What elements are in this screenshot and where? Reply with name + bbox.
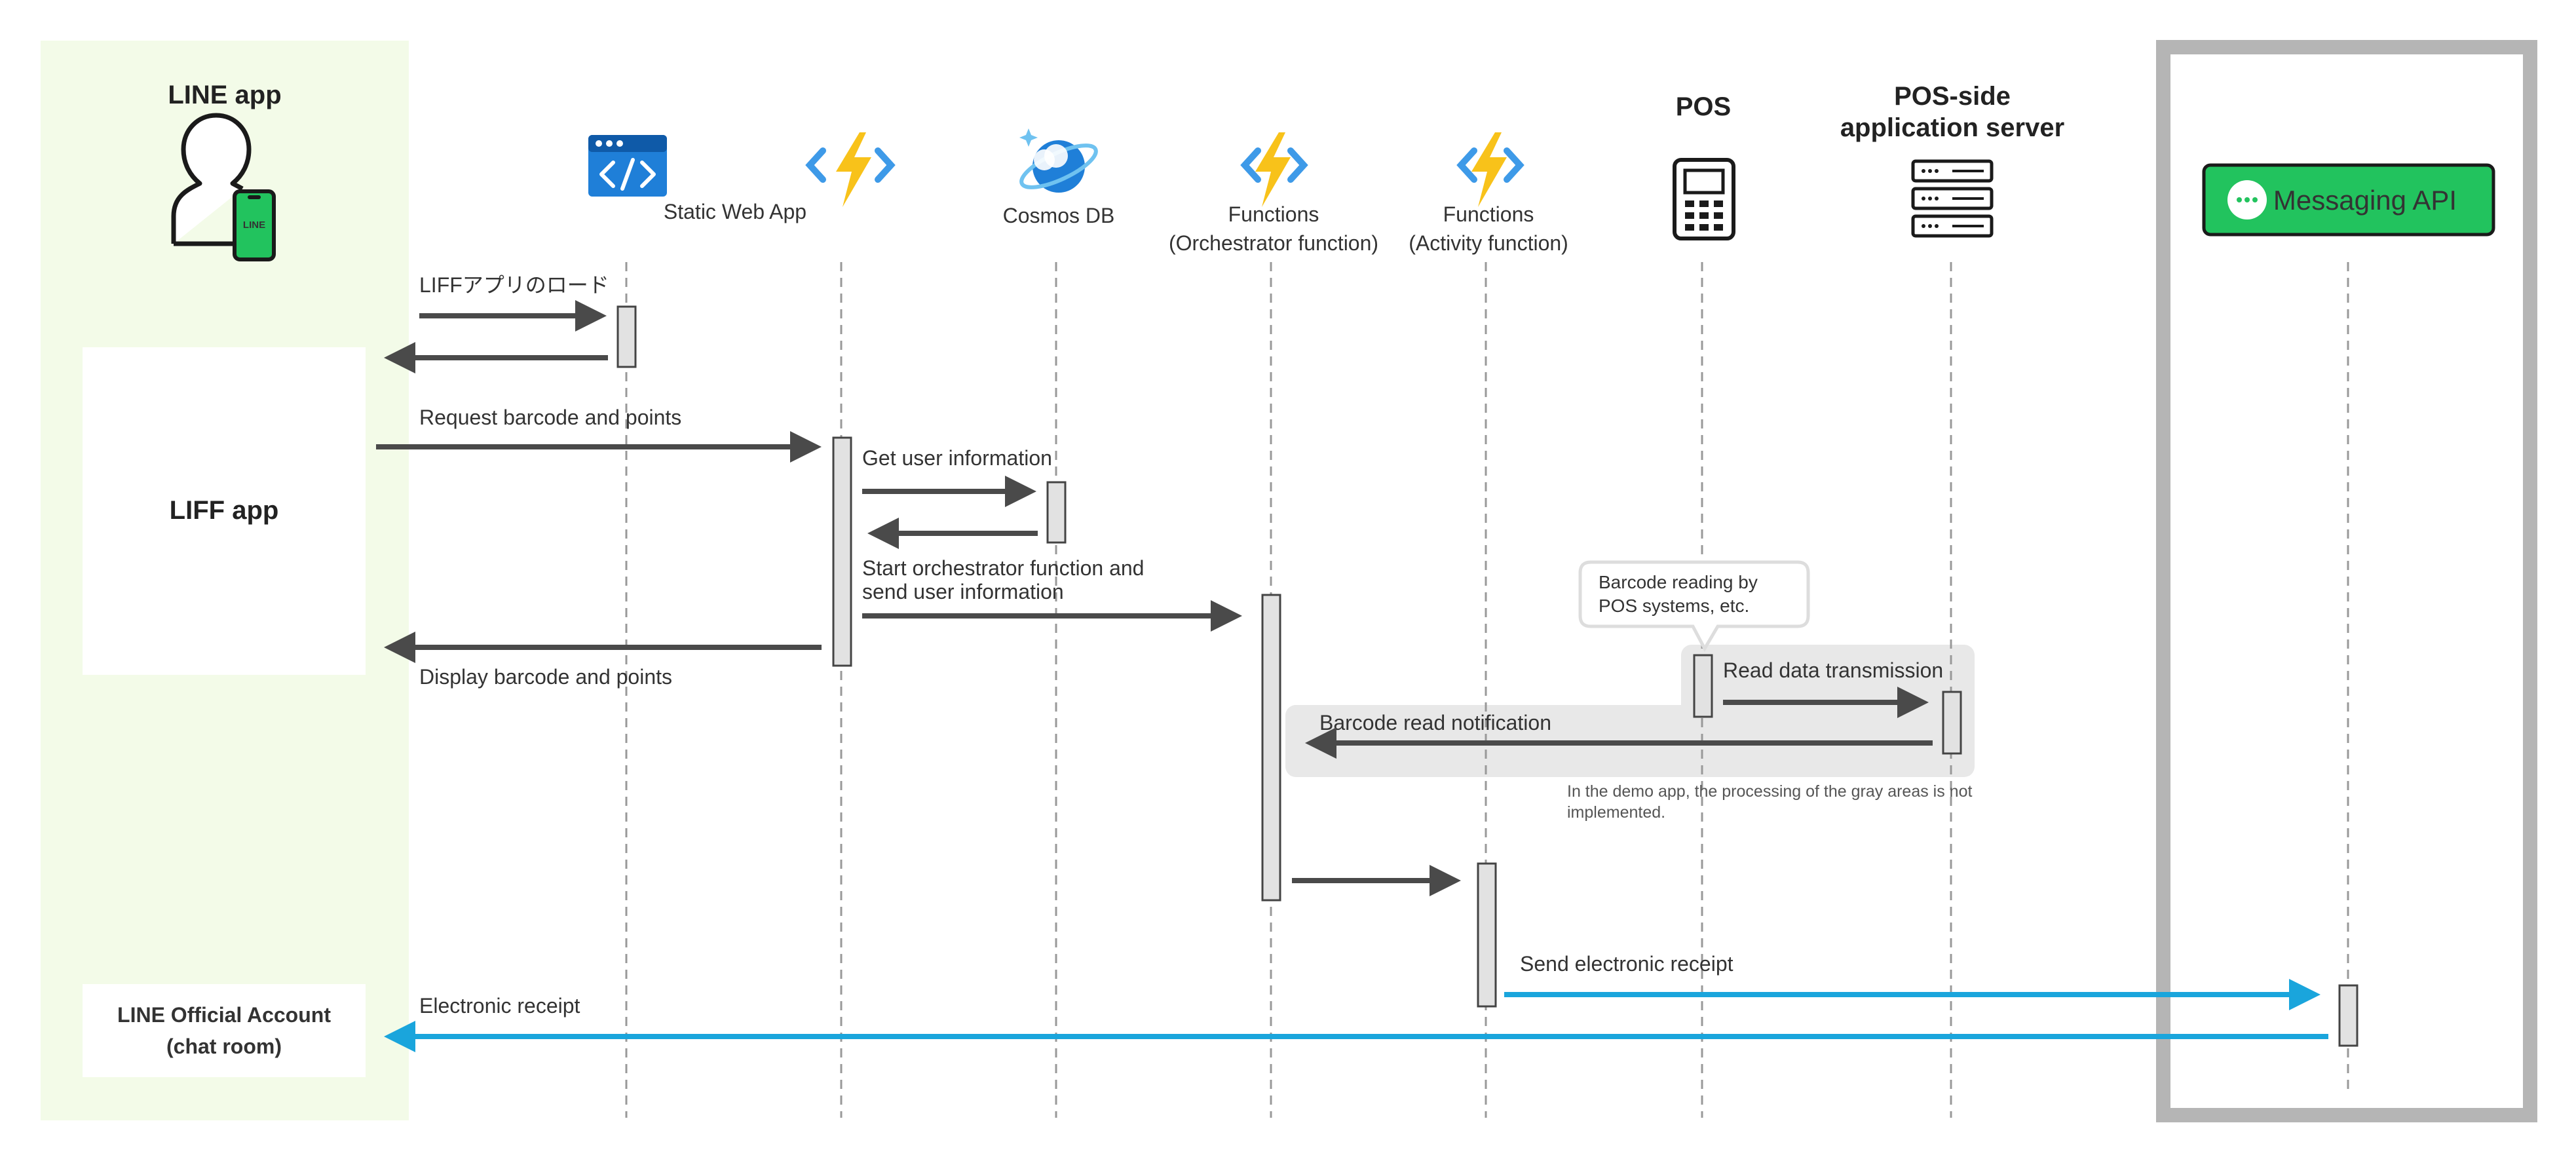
activation-cosmos-db	[1046, 481, 1067, 544]
svg-text:LINE: LINE	[243, 219, 265, 231]
pos-terminal-icon	[1673, 158, 1735, 240]
official-account-label-line1: LINE Official Account	[117, 1003, 331, 1027]
msg-read-data-label: Read data transmission	[1723, 658, 1943, 682]
msg-request-barcode-label: Request barcode and points	[419, 406, 681, 429]
svg-text:Barcode reading by: Barcode reading by	[1599, 572, 1758, 592]
activation-pos	[1693, 654, 1713, 718]
demo-note-line1: In the demo app, the processing of the g…	[1567, 782, 1972, 801]
pos-server-label-line2: application server	[1840, 113, 2064, 142]
msg-display-barcode-label: Display barcode and points	[419, 665, 672, 689]
user-phone-icon: LINE	[171, 113, 276, 261]
official-account-label-line2: (chat room)	[166, 1035, 282, 1058]
svg-text:Messaging API: Messaging API	[2273, 185, 2457, 216]
liff-app-label: LIFF app	[170, 496, 279, 525]
activity-label-line2: (Activity function)	[1409, 231, 1568, 255]
orchestrator-label-line2: (Orchestrator function)	[1169, 231, 1378, 255]
cosmos-db-icon	[1019, 128, 1098, 193]
msg-get-user-info-label: Get user information	[862, 446, 1052, 470]
cosmos-db-label: Cosmos DB	[1003, 204, 1115, 227]
activity-label-line1: Functions	[1443, 202, 1534, 226]
orchestrator-label-line1: Functions	[1228, 202, 1319, 226]
messaging-api-badge: Messaging API	[2202, 163, 2495, 237]
static-web-app-label: Static Web App	[664, 200, 806, 223]
official-account-box	[83, 984, 366, 1077]
msg-liff-load-label: LIFFアプリのロード	[419, 273, 609, 297]
msg-barcode-read-notification-label: Barcode read notification	[1319, 711, 1551, 734]
pos-label: POS	[1676, 92, 1731, 121]
activity-functions-icon	[1456, 132, 1525, 207]
msg-electronic-receipt-label: Electronic receipt	[419, 994, 580, 1018]
activation-pos-server	[1942, 691, 1962, 755]
activation-activity	[1477, 862, 1497, 1008]
msg-start-orchestrator-line2: send user information	[862, 580, 1064, 603]
liff-app-box	[83, 347, 366, 675]
static-web-app-icon	[588, 135, 667, 197]
activation-static-web-app	[616, 305, 637, 368]
pos-note-bubble: Barcode reading by POS systems, etc.	[1578, 560, 1810, 653]
line-app-title: LINE app	[168, 81, 281, 109]
msg-start-orchestrator-line1: Start orchestrator function and	[862, 556, 1144, 580]
server-rack-icon	[1911, 159, 1994, 238]
messaging-api-frame	[2156, 40, 2537, 1122]
activation-messaging-api	[2338, 984, 2358, 1047]
orchestrator-functions-icon	[1240, 132, 1308, 207]
functions-icon	[805, 132, 896, 207]
demo-note-line2: implemented.	[1567, 803, 1665, 822]
activation-functions	[832, 436, 852, 667]
svg-text:POS systems, etc.: POS systems, etc.	[1599, 596, 1749, 616]
msg-send-receipt-label: Send electronic receipt	[1520, 952, 1733, 976]
pos-server-label-line1: POS-side	[1894, 82, 2011, 111]
activation-orchestrator	[1261, 594, 1281, 902]
